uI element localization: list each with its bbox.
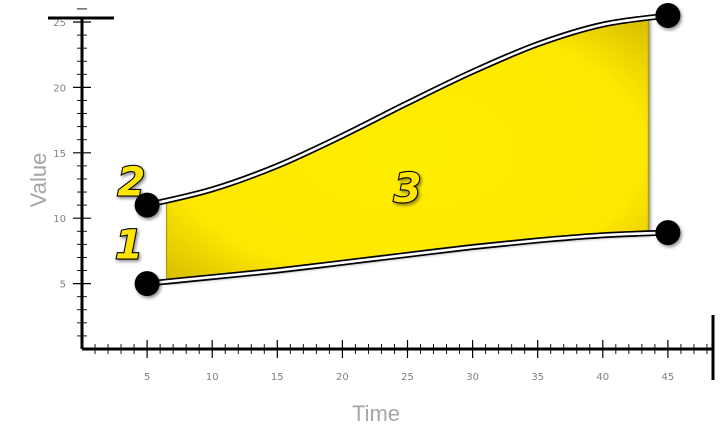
x-tick-label: 15: [271, 372, 284, 383]
annotation-label: 2: [118, 160, 146, 206]
x-minor-ticks: [94, 340, 708, 358]
x-tick-label: 20: [336, 372, 349, 383]
y-tick-label: 5: [60, 280, 66, 291]
y-tick-label: 10: [53, 214, 66, 225]
y-axis-title: Value: [26, 153, 51, 208]
annotation-label: 3: [394, 166, 422, 212]
x-tick-label: 10: [206, 372, 219, 383]
x-tick-label: 5: [144, 372, 150, 383]
y-minor-ticks: [73, 8, 91, 337]
y-tick-labels: 5 10 15 20 25: [53, 18, 66, 291]
x-tick-labels: 5 10 15 20 25 30 35 40 45: [144, 372, 674, 383]
x-tick-label: 30: [466, 372, 479, 383]
annotations: 1 2 3: [114, 158, 423, 269]
y-tick-label: 25: [53, 18, 66, 29]
shaded-area: [166, 17, 649, 283]
endpoint-marker: [134, 271, 160, 297]
x-axis-title: Time: [352, 401, 400, 426]
x-tick-label: 25: [401, 372, 414, 383]
x-tick-label: 45: [662, 372, 675, 383]
lower-series-line: [145, 231, 670, 285]
y-tick-label: 15: [53, 149, 66, 160]
y-tick-label: 20: [53, 83, 66, 94]
x-tick-label: 35: [531, 372, 544, 383]
endpoint-marker: [655, 220, 681, 246]
x-tick-label: 40: [596, 372, 609, 383]
endpoint-markers: [134, 2, 681, 297]
axes: 5 10 15 20 25 30 35 40 45 5 10 15 20 25: [48, 8, 715, 383]
endpoint-marker: [655, 2, 681, 28]
area-fill: [166, 17, 649, 283]
endpoint-marker: [134, 192, 160, 218]
upper-series-line: [145, 14, 670, 207]
series-curves: [144, 12, 671, 287]
annotation-label: 1: [115, 222, 143, 268]
